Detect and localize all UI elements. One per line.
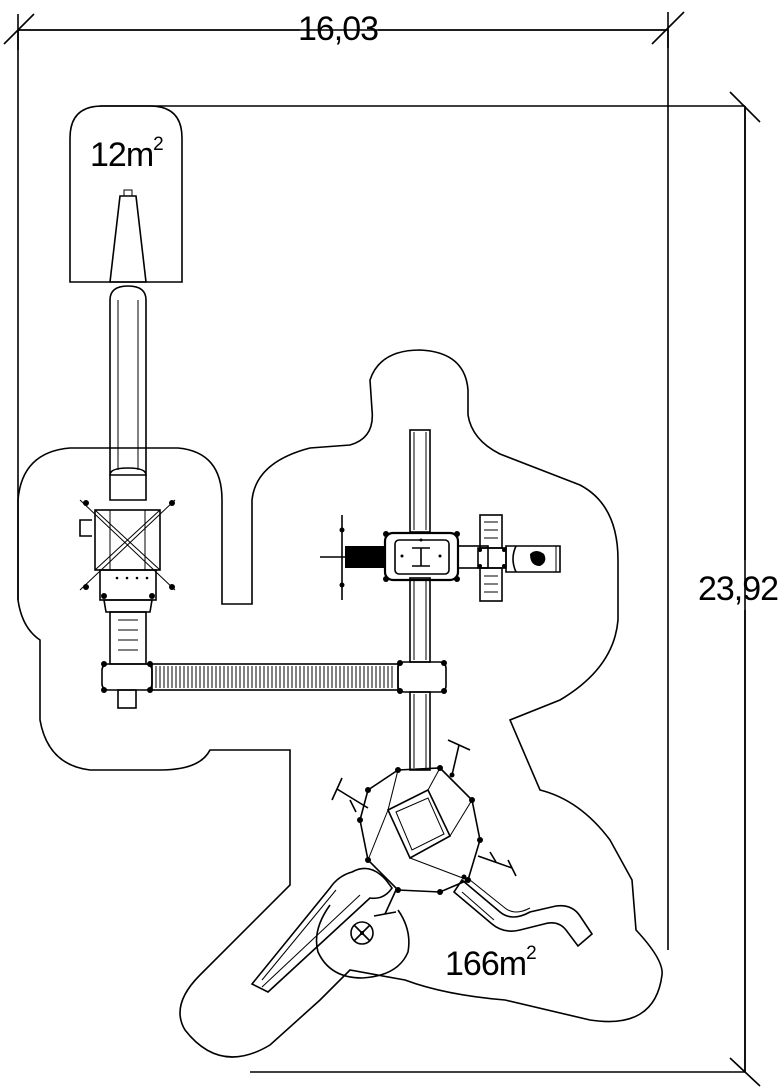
tower-post (437, 765, 443, 771)
climbing-ladder (320, 515, 385, 600)
small-safety-zone: 12m2 (69, 105, 183, 283)
height-label: 23,92 (698, 570, 778, 608)
width-label: 16,03 (298, 10, 378, 48)
hexagonal-tower (357, 765, 483, 895)
long-tube-slide (109, 189, 147, 501)
large-zone-exponent: 2 (526, 943, 536, 964)
upper-right-tower (383, 531, 460, 582)
vertical-bridge-middle (409, 577, 431, 663)
width-dimension: 16,03 (3, 10, 685, 50)
large-safety-zone: 166m2 (17, 349, 663, 1058)
spinner-symbol-top (447, 739, 471, 778)
curved-tube-slide (452, 874, 594, 948)
tower-post (437, 889, 443, 895)
svg-text:166m2: 166m2 (445, 943, 536, 983)
horizontal-bridge (151, 663, 399, 691)
small-zone-area: 12m (90, 136, 153, 174)
tower-post (395, 767, 401, 773)
tower-post (477, 837, 483, 843)
vertical-bridge-upper (409, 429, 431, 533)
left-platform (101, 661, 153, 709)
small-zone-exponent: 2 (153, 134, 163, 155)
height-dimension: 23,92 (698, 91, 779, 1087)
tower-post (395, 887, 401, 893)
vertical-bridge-lower (409, 691, 431, 771)
spinner-symbol-left (331, 777, 369, 813)
connector-platform (397, 660, 447, 694)
tower-post (357, 817, 363, 823)
tower-post (465, 877, 471, 883)
large-zone-area: 166m (445, 945, 526, 983)
tower-post (365, 787, 371, 793)
spinner-symbol-right (477, 851, 517, 877)
svg-text:12m2: 12m2 (90, 134, 163, 174)
tower-post (365, 857, 371, 863)
tower-post (469, 797, 475, 803)
right-wing-structure (457, 514, 561, 602)
wide-slide (250, 867, 393, 993)
round-spinner-platform (315, 904, 410, 979)
spinner-symbol-bottom (373, 889, 397, 917)
left-tower (79, 499, 176, 665)
